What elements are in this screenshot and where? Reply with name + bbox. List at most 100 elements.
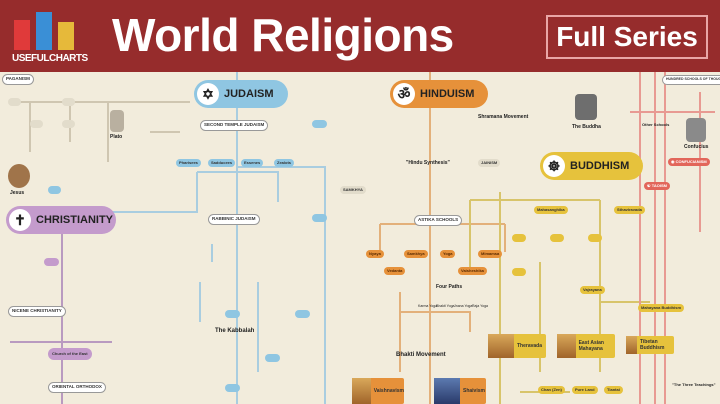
jesus-label: Jesus — [10, 190, 25, 196]
tibetan-label: Tibetan Buddhism — [639, 339, 665, 351]
religions-chart: PAGANISM Plato Jesus ✡ JUDAISM SECOND TEM… — [0, 72, 720, 404]
buddha-label: The Buddha — [572, 124, 601, 130]
church-of-east-node[interactable]: Church of the East — [48, 348, 92, 361]
pagan-node[interactable] — [62, 98, 75, 107]
usefulcharts-logo[interactable]: USEFULCHARTS — [12, 10, 88, 64]
logo-bar-yellow — [58, 22, 74, 50]
vaishnavism-node[interactable]: Vaishnavism — [352, 378, 404, 404]
hundred-schools-node[interactable]: HUNDRED SCHOOLS OF THOUGHT — [662, 75, 720, 85]
pure-land-node[interactable]: Pure Land — [572, 386, 598, 395]
buddhist-school-node[interactable] — [588, 234, 602, 243]
oriental-orthodox-node[interactable]: ORIENTAL ORTHODOX — [48, 382, 106, 393]
page-title: World Religions — [112, 9, 454, 61]
confucius-statue — [686, 118, 706, 142]
mahayana-node[interactable]: Mahayana Buddhism — [638, 304, 685, 313]
jesus-portrait — [8, 164, 30, 188]
taoism-node[interactable]: ☯ TAOISM — [644, 182, 670, 191]
tibetan-image — [626, 336, 637, 354]
paganism-node[interactable]: PAGANISM — [2, 74, 34, 85]
logo-text: USEFULCHARTS — [12, 53, 88, 64]
east-asian-label: East Asian Mahayana — [578, 340, 604, 352]
theravada-label: Theravada — [517, 343, 543, 349]
header: USEFULCHARTS World Religions Full Series — [0, 0, 720, 72]
plato-label: Plato — [110, 134, 123, 140]
confucianism-label: CONFUCIANISM — [675, 159, 707, 164]
cross-icon: ✝ — [9, 209, 31, 231]
judaism-side-node[interactable] — [312, 214, 327, 223]
judaism-branch-node[interactable] — [225, 310, 240, 319]
full-series-badge[interactable]: Full Series — [546, 15, 708, 59]
buddha-statue — [575, 94, 597, 120]
theravada-node[interactable]: Theravada — [488, 334, 546, 358]
hindu-synthesis-label: "Hindu Synthesis" — [406, 160, 450, 166]
hinduism-node[interactable]: ॐ HINDUISM — [390, 80, 489, 108]
vedanta-node[interactable]: Vedanta — [384, 267, 406, 276]
theravada-lineage-node[interactable] — [512, 268, 526, 277]
jnana-yoga-label: Jnana Yoga — [454, 304, 473, 308]
zen-node[interactable]: Chan (Zen) — [538, 386, 565, 395]
tibetan-buddhism-node[interactable]: Tibetan Buddhism — [626, 336, 674, 354]
pagan-node[interactable] — [8, 98, 21, 107]
bhakti-movement-label: Bhakti Movement — [396, 352, 446, 358]
nyaya-node[interactable]: Nyaya — [366, 250, 384, 259]
mimamsa-node[interactable]: Mimamsa — [478, 250, 503, 259]
rabbinic-judaism-node[interactable]: RABBINIC JUDAISM — [208, 214, 260, 225]
hinduism-label: HINDUISM — [420, 88, 475, 100]
samkhya-node[interactable]: SAMKHYA — [340, 186, 366, 195]
pharisees-node[interactable]: Pharisees — [176, 159, 201, 168]
mahasanghika-node[interactable]: Mahasanghika — [534, 206, 568, 215]
buddhism-node[interactable]: ☸BUDDHISM — [540, 152, 644, 180]
zealots-node[interactable]: Zealots — [274, 159, 295, 168]
sadducees-node[interactable]: Sadducees — [208, 159, 236, 168]
plato-bust — [110, 110, 124, 132]
other-schools-label: Other Schools — [642, 122, 670, 127]
tiantai-node[interactable]: Tiantai — [604, 386, 623, 395]
judaism-node[interactable]: ✡ JUDAISM — [194, 80, 288, 108]
astika-schools-node[interactable]: ASTIKA SCHOOLS — [414, 215, 463, 226]
yoga-node[interactable]: Yoga — [440, 250, 456, 259]
shramana-label: Shramana Movement — [478, 114, 529, 120]
taoism-label: TAOISM — [651, 183, 667, 188]
nicene-christianity-node[interactable]: NICENE CHRISTIANITY — [8, 306, 66, 317]
kabbalah-label: The Kabbalah — [215, 328, 255, 334]
logo-bar-red — [14, 20, 30, 50]
east-asian-mahayana-node[interactable]: East Asian Mahayana — [557, 334, 615, 358]
essenes-node[interactable]: Essenes — [241, 159, 264, 168]
judaism-branch-node[interactable] — [265, 354, 280, 363]
confucianism-node[interactable]: ◉ CONFUCIANISM — [668, 158, 710, 167]
bhakti-yoga-label: Bhakti Yoga — [436, 304, 455, 308]
pagan-node[interactable] — [62, 120, 75, 129]
vaishnavism-label: Vaishnavism — [373, 388, 404, 394]
theravada-image — [488, 334, 514, 358]
confucius-label: Confucius — [684, 144, 709, 150]
judaism-branch-node[interactable] — [225, 384, 240, 393]
shaivism-node[interactable]: Shaivism — [434, 378, 486, 404]
christian-branch-node[interactable] — [44, 258, 59, 267]
vajrayana-node[interactable]: Vajrayana — [580, 286, 605, 295]
christianity-label: CHRISTIANITY — [36, 214, 113, 226]
buddhist-school-node[interactable] — [512, 234, 526, 243]
buddhism-label: BUDDHISM — [570, 160, 630, 172]
sthaviravada-node[interactable]: Sthaviravada — [614, 206, 645, 215]
shiva-image — [434, 378, 460, 404]
judaism-label: JUDAISM — [224, 88, 274, 100]
karma-yoga-label: Karma Yoga — [418, 304, 438, 308]
three-teachings-label: "The Three Teachings" — [672, 382, 716, 387]
om-icon: ॐ — [393, 83, 415, 105]
shaivism-label: Shaivism — [463, 388, 485, 394]
logo-bar-blue — [36, 12, 52, 50]
vaisheshika-node[interactable]: Vaisheshika — [458, 267, 487, 276]
four-paths-label: Four Paths — [436, 284, 463, 290]
star-of-david-icon: ✡ — [197, 83, 219, 105]
pagan-node[interactable] — [30, 120, 43, 129]
confucianism-icon: ◉ — [671, 159, 676, 164]
buddhist-school-node[interactable] — [550, 234, 564, 243]
judaism-side-node[interactable] — [312, 120, 327, 129]
jainism-node[interactable]: JAINISM — [478, 159, 501, 168]
east-asian-image — [557, 334, 576, 358]
samkhya-school-node[interactable]: Samkhya — [404, 250, 428, 259]
christianity-node[interactable]: ✝ CHRISTIANITY — [6, 206, 116, 234]
judaism-branch-node[interactable] — [295, 310, 310, 319]
early-christian-node[interactable] — [48, 186, 61, 195]
second-temple-node[interactable]: SECOND TEMPLE JUDAISM — [200, 120, 269, 131]
